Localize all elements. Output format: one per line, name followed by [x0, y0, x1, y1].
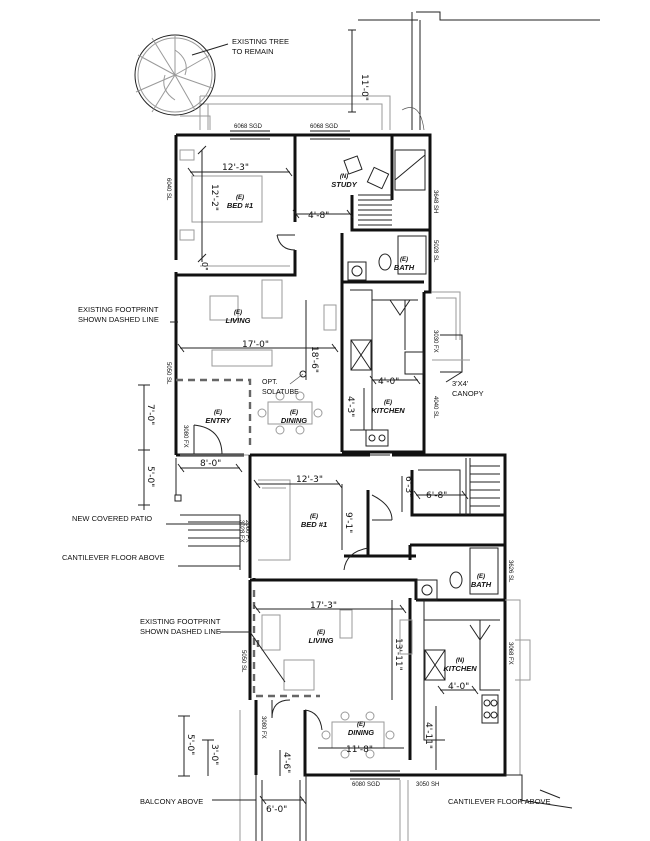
- window-tag: 5050 SL: [240, 650, 246, 673]
- dim-dining2-depth: 4'-11": [423, 722, 433, 749]
- dim-stair-width: 6'-8": [426, 491, 447, 501]
- dim-bed-depth: 12'-2": [209, 184, 219, 211]
- window-tag: 4040 SL: [432, 396, 438, 419]
- dim-living2-depth: 13'-11": [393, 638, 403, 671]
- room-name-bed1-lower: BED #1: [301, 520, 327, 529]
- room-tag: (E): [317, 630, 325, 636]
- note-canopy-line2: CANOPY: [452, 389, 484, 398]
- dim-kitchen2-width: 4'-0": [448, 682, 469, 692]
- window-tag: 3028 FX: [238, 520, 244, 543]
- window-tag: 3080 FX: [260, 716, 266, 739]
- dim-balcony-depth: 5'-0": [185, 734, 195, 755]
- notes: EXISTING TREE TO REMAIN EXISTING FOOTPRI…: [62, 37, 551, 806]
- room-tag: (E): [234, 310, 242, 316]
- window-tag: 6068 SGD: [234, 124, 263, 130]
- dim-stair-depth: 6'-3": [403, 476, 413, 497]
- note-leaders: [166, 321, 573, 809]
- dim-study-width: 4'-8": [308, 211, 329, 221]
- window-tag: 3030 FX: [432, 330, 438, 353]
- dim-zero: 0": [200, 262, 209, 271]
- dimension-labels: 11'-0" 12'-3" 12'-2" 4'-8" 0" 17'-0" 18'…: [145, 74, 469, 815]
- dim-entry: 7'-0": [145, 404, 155, 425]
- upper-floor-fixtures: [179, 130, 427, 456]
- room-name-bath-upper: BATH: [394, 263, 415, 272]
- room-name-kitchen-lower: KITCHEN: [443, 664, 477, 673]
- note-balcony: BALCONY ABOVE: [140, 797, 203, 806]
- window-tag: 5028 SL: [432, 240, 438, 263]
- room-tag: (E): [310, 514, 318, 520]
- dimension-lines: [138, 145, 479, 805]
- note-canopy-line1: 3'X4': [452, 379, 469, 388]
- note-cantilever-right: CANTILEVER FLOOR ABOVE: [448, 797, 551, 806]
- dim-living2-width: 17'-3": [310, 601, 337, 611]
- existing-footprint-dashed-upper: [176, 378, 252, 445]
- note-footprint-lower-line1: EXISTING FOOTPRINT: [140, 617, 221, 626]
- room-name-bed1-upper: BED #1: [227, 201, 253, 210]
- note-solatube-line1: OPT.: [262, 379, 278, 386]
- room-tag: (E): [400, 257, 408, 263]
- lower-floor-fixtures: [258, 458, 500, 780]
- dim-balcony-side: 4'-6": [281, 752, 291, 773]
- balcony-area: [239, 710, 409, 841]
- dim-living-width: 17'-0": [242, 340, 269, 350]
- room-name-dining-lower: DINING: [348, 728, 374, 737]
- dim-patio-depth: 5'-0": [145, 466, 155, 487]
- existing-tree-symbol: [134, 34, 229, 116]
- note-footprint-lower-line2: SHOWN DASHED LINE: [140, 627, 221, 636]
- dim-kitchen-depth: 4'-3": [345, 396, 355, 417]
- window-tag: 6040 SL: [165, 178, 171, 201]
- room-name-dining-upper: DINING: [281, 416, 307, 425]
- room-name-bath-lower: BATH: [471, 580, 492, 589]
- note-solatube-line2: SOLATUBE: [262, 389, 299, 396]
- room-tag: (E): [236, 195, 244, 201]
- lower-exterior-features: [505, 599, 561, 800]
- room-tag: (E): [290, 410, 298, 416]
- site-lines: [180, 11, 600, 131]
- room-name-entry: ENTRY: [205, 416, 231, 425]
- window-tag: 3648 SH: [432, 190, 438, 213]
- room-tag: (E): [477, 574, 485, 580]
- room-name-living-lower: LIVING: [308, 636, 333, 645]
- dim-top: 11'-0": [359, 74, 369, 101]
- window-tag: 2060 FX: [244, 520, 250, 543]
- note-tree-line1: EXISTING TREE: [232, 37, 289, 46]
- dim-balcony-step: 3'-0": [209, 744, 219, 765]
- upper-exterior-features: [432, 291, 470, 373]
- window-tag: 3080 FX: [182, 425, 188, 448]
- window-tag: 3050 SH: [416, 782, 439, 788]
- note-cantilever-left: CANTILEVER FLOOR ABOVE: [62, 553, 165, 562]
- room-name-kitchen-upper: KITCHEN: [371, 406, 405, 415]
- dim-balcony-width: 6'-0": [266, 805, 287, 815]
- dim-dining2-width: 11'-8": [346, 745, 373, 755]
- window-tag: 6080 SGD: [352, 782, 381, 788]
- window-tag: 6068 SGD: [310, 124, 339, 130]
- room-tag: (E): [357, 722, 365, 728]
- room-tag: (E): [214, 410, 222, 416]
- note-footprint-upper-line2: SHOWN DASHED LINE: [78, 315, 159, 324]
- note-footprint-upper-line1: EXISTING FOOTPRINT: [78, 305, 159, 314]
- existing-footprint-dashed-lower: [252, 590, 320, 698]
- upper-floor-walls: [174, 133, 432, 457]
- note-covered-patio: NEW COVERED PATIO: [72, 514, 152, 523]
- dim-kitchen-width: 4'-0": [378, 377, 399, 387]
- room-tag: (N): [340, 174, 348, 180]
- window-tags: 6068 SGD 6068 SGD 6040 SL 3648 SH 5028 S…: [165, 124, 513, 788]
- lower-floor-walls: [248, 453, 507, 777]
- window-tag: 3626 SL: [507, 560, 513, 583]
- note-tree-line2: TO REMAIN: [232, 47, 274, 56]
- room-labels: (E) BED #1 (N) STUDY (E) BATH (E) LIVING…: [205, 174, 491, 737]
- window-tag: 5050 SL: [165, 362, 171, 385]
- room-tag: (N): [456, 658, 464, 664]
- dim-bed2-width: 12'-3": [296, 475, 323, 485]
- patio-area: [174, 454, 250, 570]
- room-name-study: STUDY: [331, 180, 357, 189]
- dim-bed-width: 12'-3": [222, 163, 249, 173]
- window-tag: 3068 FX: [507, 642, 513, 665]
- dim-living-depth: 18'-6": [309, 346, 319, 373]
- dim-bed2-depth: 9'-1": [343, 512, 353, 533]
- room-tag: (E): [384, 400, 392, 406]
- dim-patio-width: 8'-0": [200, 459, 221, 469]
- room-name-living-upper: LIVING: [225, 316, 250, 325]
